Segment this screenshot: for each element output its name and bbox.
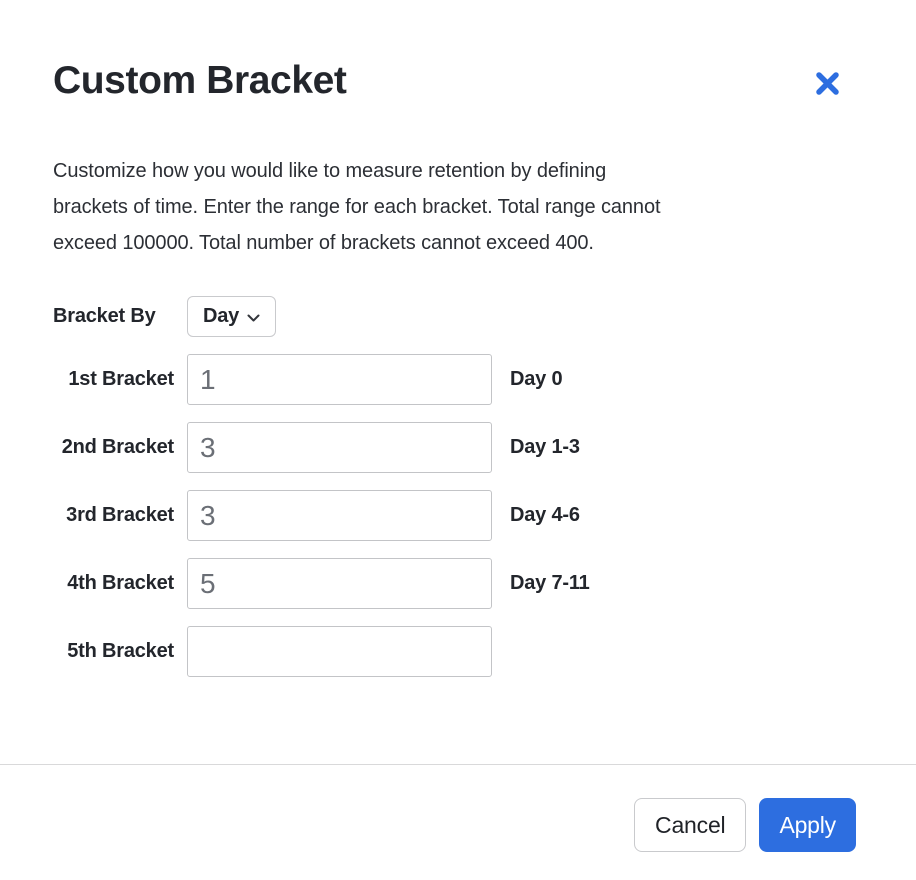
bracket-row-1: 1st Bracket Day 0 bbox=[53, 354, 860, 405]
bracket-range-hint: Day 0 bbox=[510, 368, 563, 390]
description-line: exceed 100000. Total number of brackets … bbox=[53, 232, 594, 254]
cancel-button[interactable]: Cancel bbox=[634, 798, 747, 852]
bracket-row-3: 3rd Bracket Day 4-6 bbox=[53, 490, 860, 541]
bracket-1-input[interactable] bbox=[187, 354, 492, 405]
bracket-row-4: 4th Bracket Day 7-11 bbox=[53, 558, 860, 609]
bracket-row-label: 4th Bracket bbox=[67, 572, 174, 594]
bracket-row-label: 2nd Bracket bbox=[61, 436, 174, 458]
bracket-row-label: 1st Bracket bbox=[68, 368, 174, 390]
dropdown-selected-value: Day bbox=[203, 305, 240, 327]
bracket-row-5: 5th Bracket bbox=[53, 626, 860, 677]
modal-footer: Cancel Apply bbox=[0, 765, 916, 852]
bracket-4-input[interactable] bbox=[187, 558, 492, 609]
close-icon bbox=[815, 71, 840, 96]
page-title: Custom Bracket bbox=[53, 59, 347, 102]
description-line: brackets of time. Enter the range for ea… bbox=[53, 196, 661, 218]
bracket-3-input[interactable] bbox=[187, 490, 492, 541]
bracket-5-input[interactable] bbox=[187, 626, 492, 677]
bracket-range-hint: Day 7-11 bbox=[510, 572, 590, 594]
modal-description: Customize how you would like to measure … bbox=[53, 153, 860, 261]
bracket-range-hint: Day 1-3 bbox=[510, 436, 580, 458]
bracket-row-2: 2nd Bracket Day 1-3 bbox=[53, 422, 860, 473]
bracket-range-hint: Day 4-6 bbox=[510, 504, 580, 526]
bracket-row-label: 3rd Bracket bbox=[66, 504, 174, 526]
close-button[interactable] bbox=[810, 66, 844, 100]
bracket-row-label: 5th Bracket bbox=[67, 640, 174, 662]
footer-divider bbox=[0, 764, 916, 765]
bracket-2-input[interactable] bbox=[187, 422, 492, 473]
description-line: Customize how you would like to measure … bbox=[53, 160, 607, 182]
apply-button[interactable]: Apply bbox=[759, 798, 856, 852]
chevron-down-icon bbox=[247, 311, 260, 322]
bracket-by-label: Bracket By bbox=[53, 305, 156, 327]
bracket-by-dropdown[interactable]: Day bbox=[187, 296, 277, 337]
bracket-by-row: Bracket By Day bbox=[53, 296, 860, 337]
modal-header: Custom Bracket bbox=[53, 0, 860, 103]
